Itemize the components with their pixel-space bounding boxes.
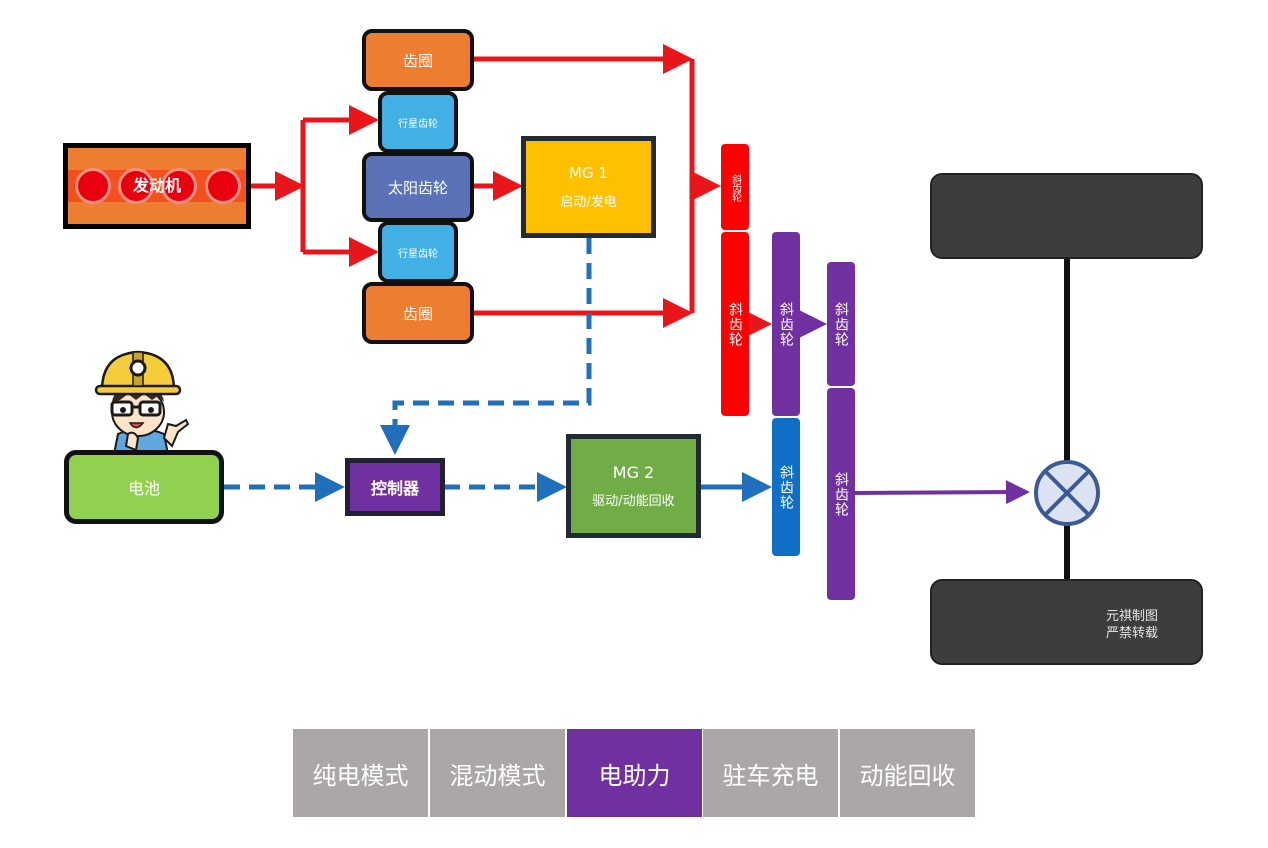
planet-gear-bottom: 行星齿轮 [378,221,458,283]
ring-gear-top: 齿圈 [362,29,474,91]
planet-gear-top: 行星齿轮 [378,91,458,153]
mg1-motor-generator: MG 1 启动/发电 [521,136,656,238]
differential-icon [1034,460,1100,526]
wheel-top [930,173,1203,259]
tab-parking-charge[interactable]: 驻车充电 [703,729,838,817]
engine-cylinder-icon [161,168,197,204]
wheel-bottom: 元祺制图 严禁转载 [930,579,1203,665]
engine-cylinder-icon [75,168,111,204]
controller-block: 控制器 [345,458,445,516]
sun-gear: 太阳齿轮 [362,152,474,222]
flow-to-differential [854,480,1030,505]
engine-cylinder-icon [118,168,154,204]
helical-gear-purple-right-bottom: 斜齿轮 [827,388,855,600]
watermark: 元祺制图 严禁转载 [1106,609,1159,641]
helical-gear-red-large: 斜齿轮 [721,232,749,416]
tab-electric-assist[interactable]: 电助力 [567,729,702,817]
engine-block: 发动机 [63,143,251,229]
engine-label: 发动机 [132,176,181,195]
tab-regeneration[interactable]: 动能回收 [840,729,975,817]
engineer-mascot-icon [94,350,190,454]
helical-gear-purple-mid: 斜齿轮 [772,232,800,416]
battery-block: 电池 [64,450,224,524]
helical-gear-blue-mid: 斜齿轮 [772,418,800,556]
tab-hybrid[interactable]: 混动模式 [430,729,565,817]
helical-gear-red-small: 斜齿轮 [721,144,749,230]
ring-gear-bottom: 齿圈 [362,282,474,344]
tab-pure-electric[interactable]: 纯电模式 [293,729,428,817]
mg2-motor-generator: MG 2 驱动/动能回收 [566,434,701,538]
engine-cylinder-icon [205,168,241,204]
helical-gear-purple-right-top: 斜齿轮 [827,262,855,386]
